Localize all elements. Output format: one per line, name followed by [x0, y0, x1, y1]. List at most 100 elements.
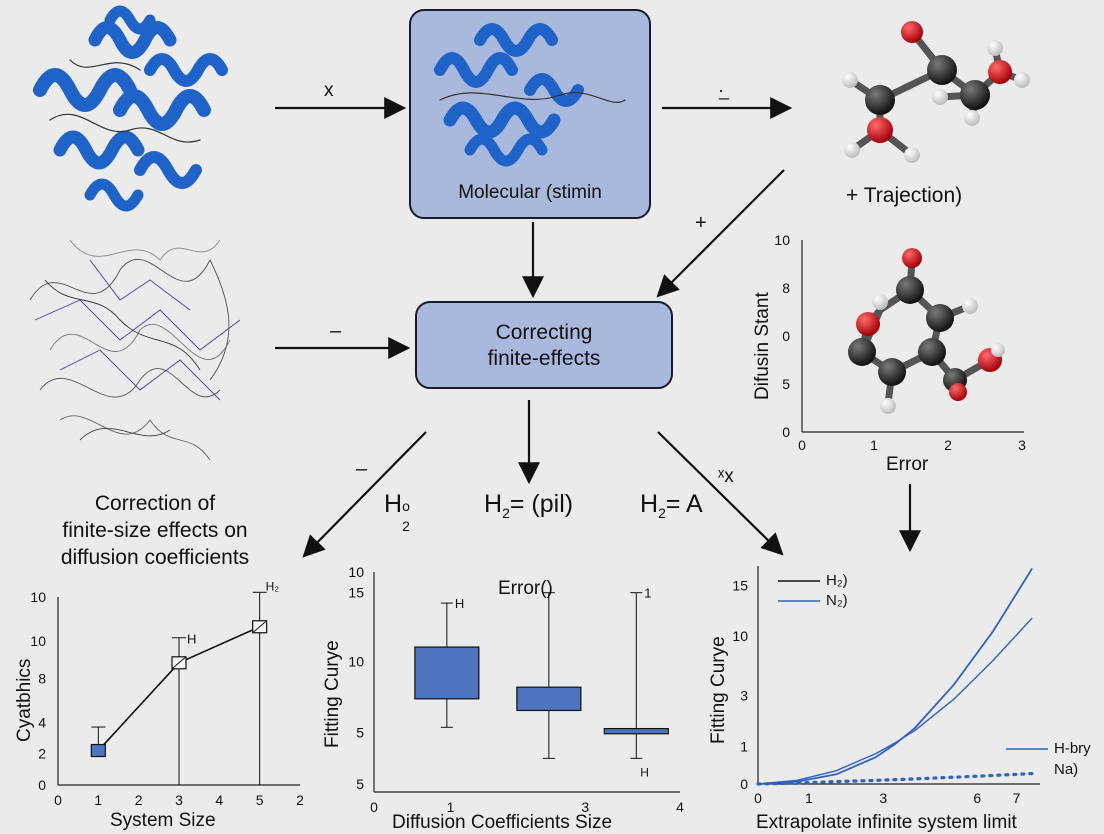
formula-h2-a-sub: 2 — [658, 505, 666, 521]
chart4-x-tick: 1 — [805, 790, 813, 806]
chart3-y-tick: 8 — [782, 280, 790, 296]
chart3-y-label: Difusin Stant — [752, 292, 773, 400]
formula-h2-o-sup: o — [402, 498, 410, 514]
chart2-box — [414, 646, 480, 700]
chart4-y-tick: 15 — [732, 577, 748, 593]
chart1-point — [90, 743, 106, 758]
chart1-annotation: H — [187, 632, 196, 647]
correcting-box-line-2: finite-effects — [487, 347, 601, 370]
correcting-box — [415, 301, 673, 389]
arrow-label-xx: ˣx — [718, 466, 734, 487]
chart1-x-tick: 4 — [215, 792, 223, 808]
formula-h2-o-sub: 2 — [402, 518, 410, 534]
chart2-x-tick: 3 — [581, 799, 589, 815]
chart1-y-tick: 0 — [38, 777, 46, 793]
formula-h2-pil-rest: = (pil) — [509, 490, 574, 518]
chart3-x-tick: 1 — [870, 437, 878, 453]
chart4-x-tick: 3 — [879, 790, 887, 806]
chart2-y-tick: 5 — [356, 724, 364, 740]
chart4-y-tick: 1 — [740, 738, 748, 754]
chart3-y-tick: 0 — [782, 328, 790, 344]
chart1-x-tick: 5 — [256, 792, 264, 808]
arrow-to-chart1 — [302, 431, 427, 558]
chart4-x-tick: 0 — [754, 790, 762, 806]
trajectory-label: + Trajection) — [846, 184, 963, 207]
arrow-to-chart4 — [657, 431, 784, 556]
chart2-box-bottom-label: H — [640, 765, 649, 779]
chart1-point-mark — [171, 656, 187, 670]
chart1-y-tick: 10 — [30, 633, 46, 649]
chart1-point-mark — [252, 620, 267, 634]
arrow-label-dot: ·̲ — [718, 80, 724, 100]
formula-h2-o-h: H — [384, 490, 403, 518]
chart2-title: Error() — [498, 578, 553, 599]
chart1-y-label: Cyatbhics — [14, 658, 35, 742]
chart1-x-tick: 2 — [296, 792, 304, 808]
section-title-line-1: Correction of — [94, 492, 216, 515]
chart4-y-tick: 3 — [740, 688, 748, 704]
chart1-annotation: H₂ — [266, 579, 280, 593]
chart4-y-label: Fitting Curye — [708, 636, 729, 744]
chart4-legend-h2: H₂) — [826, 572, 848, 589]
chart4-legend-na: Na) — [1054, 761, 1079, 778]
chart1-y-tick: 4 — [38, 714, 46, 730]
chart1-y-tick: 2 — [38, 746, 46, 762]
chart1-y-tick: 8 — [38, 670, 46, 686]
chart4-y-tick: 10 — [732, 628, 748, 644]
formula-h2-a-h: H — [640, 490, 659, 518]
md-box — [409, 9, 651, 219]
chart4-x-label: Extrapolate infinite system limit — [756, 812, 1017, 833]
formula-h2-pil-sub: 2 — [502, 505, 510, 521]
arrow-label-minus-2: – — [356, 458, 368, 480]
chart4-legend-n2: N₂) — [826, 592, 848, 609]
molecule-top-image — [842, 21, 1030, 163]
chart4-legend-hbry: H-bry — [1054, 740, 1091, 757]
molecule-chart3-image — [848, 248, 1005, 414]
protein-wireframe-image — [29, 239, 241, 461]
chart2-y-tick: 10 — [348, 653, 364, 669]
chart1-x-label: System Size — [110, 810, 216, 831]
correcting-box-line-1: Correcting — [495, 321, 593, 344]
chart2-x-tick: 0 — [370, 799, 378, 815]
chart2-box-label: 1 — [644, 586, 651, 601]
chart2-y-tick: 5 — [356, 776, 364, 792]
formula-h2-pil-h: H — [484, 490, 503, 518]
chart4-x-tick: 7 — [1013, 790, 1021, 806]
formula-h2-a: H2= A — [640, 490, 703, 521]
chart1-y-tick: 10 — [30, 589, 46, 605]
chart3-x-label: Error — [886, 454, 929, 475]
chart4-series-na-dotted — [756, 771, 1034, 786]
chart1-x-tick: 3 — [175, 792, 183, 808]
chart2-box — [516, 686, 582, 712]
chart3-y-tick: 5 — [782, 376, 790, 392]
chart1-x-tick: 1 — [94, 792, 102, 808]
chart2-y-tick: 15 — [348, 585, 364, 601]
chart4-series-h2-curve — [757, 567, 1033, 785]
section-title-line-3: diffusion coefficients — [60, 546, 250, 569]
section-title-line-2: finite-size effects on — [62, 519, 248, 542]
arrow-label-plus: + — [695, 212, 707, 234]
formula-h2-a-rest: = A — [665, 490, 703, 518]
chart4-y-tick: 0 — [740, 776, 748, 792]
correcting-box-label: Correcting finite-effects — [416, 320, 672, 372]
formula-h2-pil: H2= (pil) — [484, 490, 573, 521]
section-title: Correction of finite-size effects on dif… — [20, 490, 290, 571]
chart2-box — [603, 727, 669, 735]
arrow-label-x: x — [324, 80, 334, 101]
chart1-x-tick: 2 — [135, 792, 143, 808]
chart2-y-label: Fitting Curye — [322, 640, 343, 748]
chart3-x-tick: 3 — [1018, 437, 1026, 453]
chart3-y-tick: 0 — [782, 424, 790, 440]
chart2-x-tick: 1 — [447, 799, 455, 815]
chart4-series-n2-curve — [757, 617, 1033, 785]
md-protein-image — [434, 23, 626, 167]
chart2-x-label: Diffusion Coefficients Size — [392, 812, 613, 833]
chart3-x-tick: 2 — [944, 437, 952, 453]
arrows — [275, 97, 921, 558]
protein-ribbon-image — [33, 5, 228, 212]
